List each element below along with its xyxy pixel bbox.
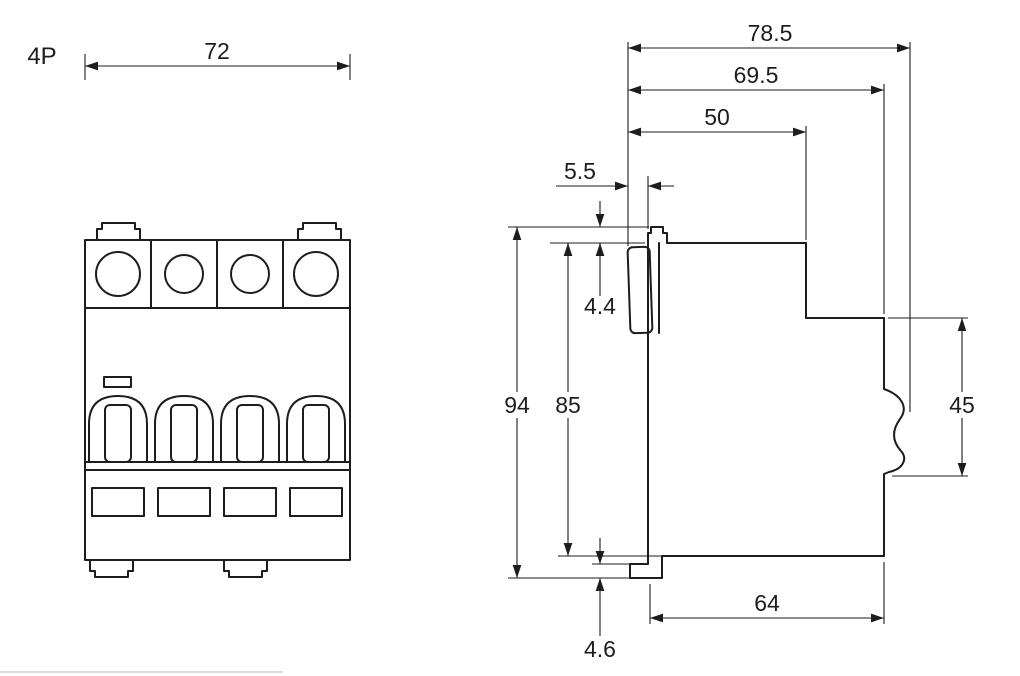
front-terminal-screw-2 [164, 254, 204, 294]
front-top-clip-left [96, 222, 141, 241]
front-bottom-clip-right [223, 559, 268, 578]
dim-label-rear-section-height: 45 [949, 392, 975, 418]
dim-label-overall-depth: 78.5 [748, 20, 793, 46]
front-toggle-arch-2 [154, 395, 214, 463]
front-terminal-window-4 [289, 487, 343, 517]
front-toggle-arch-3 [220, 395, 280, 463]
dim-label-rail-clip-step: 4.6 [584, 636, 616, 662]
front-label-window [103, 376, 132, 388]
dim-label-body-height: 85 [555, 392, 581, 418]
side-body-outline [629, 226, 906, 579]
dim-label-overall-width: 72 [204, 38, 230, 64]
dim-label-mask-45 [943, 392, 981, 418]
front-toggle-handle-3 [236, 404, 264, 463]
dim-label-front-section-depth: 50 [704, 104, 730, 130]
side-view-dimensions: 78.5 69.5 50 5.5 4.4 94 85 [498, 20, 981, 662]
bottom-edge-artifact [0, 671, 283, 673]
dim-label-mask-85 [549, 392, 587, 418]
front-top-clip-right [297, 222, 342, 241]
pole-count-label: 4P [27, 43, 56, 70]
front-view-dimensions: 72 4P [27, 38, 351, 80]
front-toggle-handle-4 [302, 404, 330, 463]
dim-label-overall-height: 94 [504, 392, 530, 418]
dim-label-bottom-depth: 64 [754, 590, 780, 616]
front-toggle-arch-1 [88, 395, 148, 463]
front-terminal-window-3 [223, 487, 277, 517]
front-terminal-window-2 [157, 487, 211, 517]
front-terminal-window-1 [91, 487, 145, 517]
dim-label-body-depth: 69.5 [734, 62, 779, 88]
front-terminal-screw-1 [95, 251, 141, 297]
side-toggle-lever [626, 245, 654, 335]
dim-label-mask-94 [498, 392, 536, 418]
side-view [626, 226, 906, 579]
front-terminal-screw-3 [230, 254, 270, 294]
front-toggle-handle-1 [104, 404, 132, 463]
front-terminal-screw-4 [293, 251, 339, 297]
dim-label-top-clip-height: 4.4 [584, 293, 616, 319]
front-toggle-handle-2 [170, 404, 198, 463]
front-bottom-clip-left [89, 559, 134, 578]
front-view [84, 222, 351, 578]
front-toggle-arch-4 [286, 395, 346, 463]
dim-label-handle-protrusion: 5.5 [564, 158, 596, 184]
